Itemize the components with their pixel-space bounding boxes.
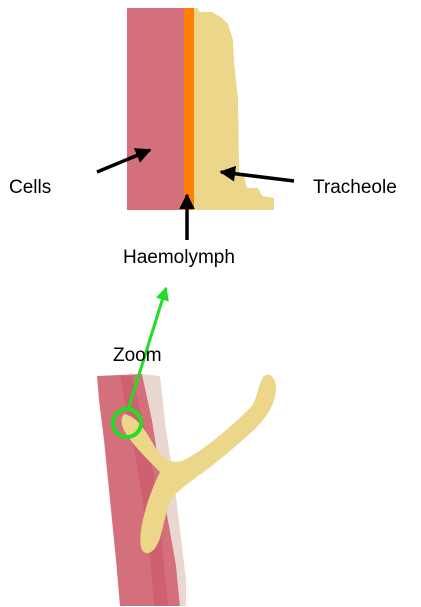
haemolymph-layer [184,8,194,210]
zoom-label: Zoom [113,345,162,366]
zoom-detail [127,8,274,210]
cells-label: Cells [9,177,51,198]
tracheole-label: Tracheole [313,177,397,198]
haemolymph-label: Haemolymph [123,247,235,268]
tissue-view [97,374,276,606]
cells-layer [127,8,184,210]
tracheole-layer [194,8,274,210]
